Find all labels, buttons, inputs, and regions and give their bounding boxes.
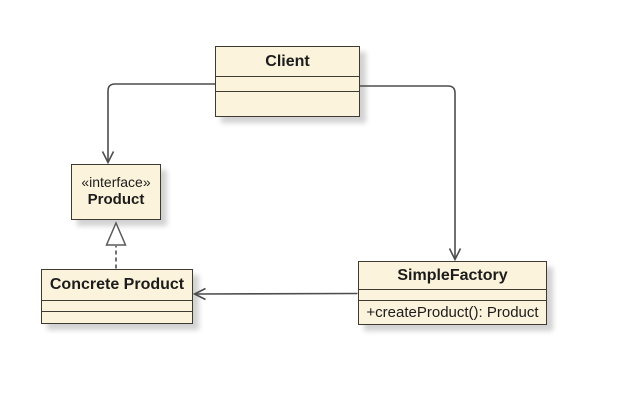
class-concrete-product-title: Concrete Product: [49, 276, 185, 293]
class-client-attributes: [216, 76, 359, 91]
class-product-title: Product: [87, 191, 145, 209]
class-simple-factory: SimpleFactory +createProduct(): Product: [358, 261, 547, 325]
class-client: Client: [215, 46, 360, 117]
class-concrete-product-attributes: [42, 300, 192, 311]
arrowhead-client-to-simple-factory: [448, 248, 462, 262]
product-stereotype: «interface»: [81, 173, 151, 190]
class-simple-factory-method: +createProduct(): Product: [359, 300, 546, 324]
association-simple-factory-to-concrete-product: [195, 292, 358, 295]
association-client-to-product: [107, 83, 215, 162]
class-simple-factory-attributes: [359, 289, 546, 300]
class-client-methods: [216, 91, 359, 116]
class-concrete-product: Concrete Product: [41, 269, 193, 324]
class-concrete-product-methods: [42, 311, 192, 323]
realization-triangle-icon: [105, 221, 127, 246]
class-client-title: Client: [265, 52, 310, 70]
arrowhead-client-to-product: [101, 151, 115, 165]
class-simple-factory-title: SimpleFactory: [397, 266, 508, 284]
association-client-to-simple-factory: [360, 85, 456, 259]
class-product-body: «interface» Product: [72, 165, 160, 219]
class-product-interface: «interface» Product: [71, 164, 161, 220]
arrowhead-simple-factory-to-concrete-product: [192, 287, 206, 301]
